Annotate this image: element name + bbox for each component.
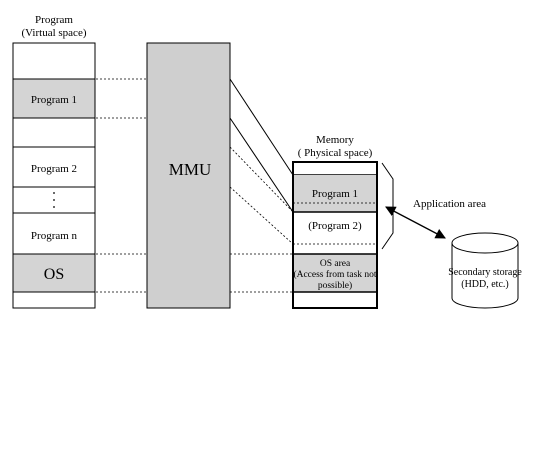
memory-label-os-area-note: possible) xyxy=(318,280,352,291)
memory-label-os-area-note: (Access from task not xyxy=(293,269,376,280)
secondary-storage-cylinder xyxy=(451,232,519,309)
program-column: Program 1 Program 2 Program n OS xyxy=(12,42,96,309)
secondary-storage-label: Secondary storage xyxy=(448,267,522,278)
mmu-box xyxy=(146,42,231,309)
mmu-label: MMU xyxy=(169,160,212,179)
application-area-brace xyxy=(381,162,394,250)
program-block-program-1 xyxy=(12,78,96,119)
program-subtitle: (Virtual space) xyxy=(21,27,86,39)
memory-title: Memory xyxy=(316,134,354,146)
memory-label-os-area: OS area xyxy=(320,259,351,269)
program-ellipsis xyxy=(53,192,55,208)
memory-column: Program 1 (Program 2) OS area (Access fr… xyxy=(292,161,378,309)
program-label-os: OS xyxy=(44,266,64,283)
program-title: Program xyxy=(35,14,73,26)
secondary-storage-sublabel: (HDD, etc.) xyxy=(461,279,508,290)
program-label-program-n: Program n xyxy=(31,230,78,242)
memory-subtitle: ( Physical space) xyxy=(298,147,373,159)
memory-block-program-1 xyxy=(294,175,376,212)
program-label-program-1: Program 1 xyxy=(31,94,77,106)
memory-block-os-area xyxy=(294,254,376,292)
swap-arrow xyxy=(385,206,446,239)
program-mmu-connectors xyxy=(96,78,147,293)
memory-label-program-1: Program 1 xyxy=(312,188,358,200)
program-block-os xyxy=(12,253,96,293)
memory-label-program-2: (Program 2) xyxy=(308,220,362,232)
mmu-memory-mapping-lines xyxy=(229,78,294,213)
mmu-memory-dotted-lines xyxy=(229,146,294,293)
application-area-label: Application area xyxy=(413,198,486,210)
program-label-program-2: Program 2 xyxy=(31,163,77,175)
